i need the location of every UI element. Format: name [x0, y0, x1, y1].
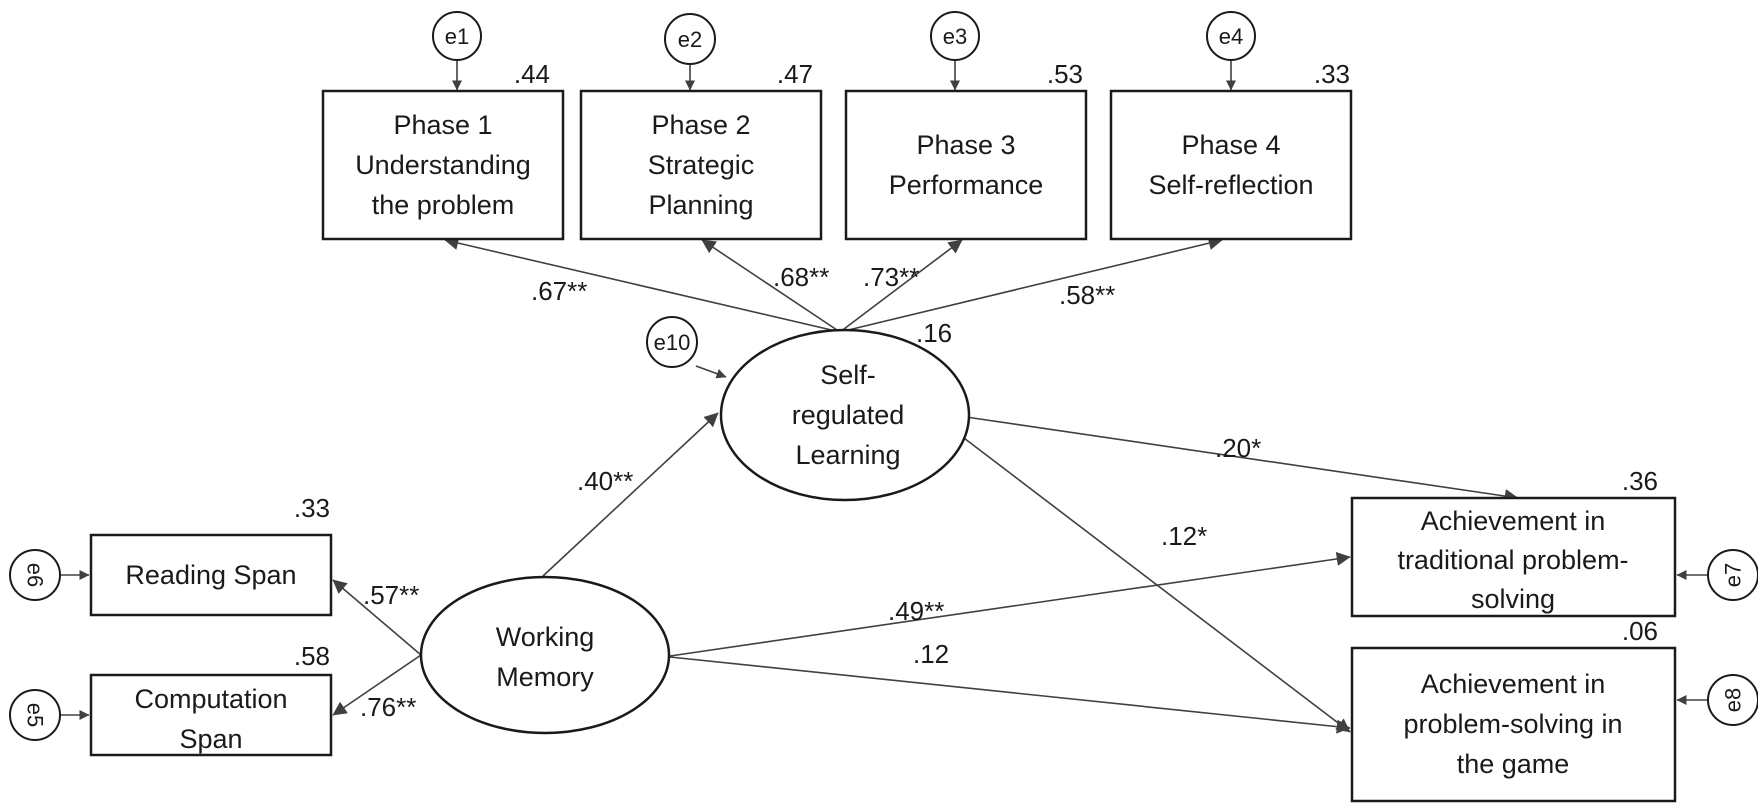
path-srl-to-phase4 [839, 236, 1223, 333]
outcome-label-line: Achievement in [1421, 669, 1606, 699]
coef-wm-traditional: .49** [888, 596, 944, 626]
error-term-label: e4 [1219, 24, 1243, 49]
r-squared-label: .06 [1622, 616, 1658, 646]
outcome-label-line: the game [1457, 749, 1570, 779]
indicator-label-line: Span [179, 724, 242, 754]
outcome-label-line: solving [1471, 584, 1555, 614]
outcome-box [1350, 496, 1677, 618]
indicator-box [321, 89, 565, 241]
r-squared-label: .33 [1314, 59, 1350, 89]
error-term-circle [9, 689, 61, 741]
r-squared-label: .33 [294, 493, 330, 523]
path-coefficients: .67** .68** .73** .58** .40** .57** .76*… [360, 262, 1261, 722]
indicator-label-line: the problem [372, 190, 515, 220]
path-wm-to-reading [332, 579, 422, 656]
indicator-label-line: Phase 4 [1181, 130, 1280, 160]
coef-srl-phase2: .68** [773, 262, 829, 292]
error-term-circle [432, 11, 482, 61]
error-term-circle [930, 11, 980, 61]
indicator-box [579, 89, 823, 241]
indicator-box [844, 89, 1088, 241]
indicator-label-line: Phase 3 [916, 130, 1015, 160]
indicator-box [1109, 89, 1353, 241]
r-squared-label: .47 [777, 59, 813, 89]
error-term-circle [1707, 674, 1758, 726]
latent-label-line: Working [496, 622, 595, 652]
indicator-box [89, 533, 333, 617]
coef-wm-computation: .76** [360, 692, 416, 722]
path-wm-to-computation [332, 654, 422, 716]
indicator-label-line: Computation [134, 684, 287, 714]
error-term-circle [1707, 549, 1758, 601]
coef-wm-game: .12 [913, 639, 949, 669]
coef-srl-traditional: .20* [1215, 433, 1261, 463]
error-term-label: e3 [943, 24, 967, 49]
latent-working-memory: Working Memory [419, 575, 671, 735]
indicator-phase2: Phase 2 Strategic Planning .47 e2 [579, 13, 823, 241]
coef-srl-phase4: .58** [1059, 280, 1115, 310]
latent-ellipse [419, 575, 671, 735]
outcome-problem-solving-in-game: Achievement in problem-solving in the ga… [1350, 616, 1758, 803]
outcome-label-line: Achievement in [1421, 506, 1606, 536]
path-wm-to-traditional [669, 551, 1351, 657]
r-squared-label: .58 [294, 641, 330, 671]
outcome-label-line: problem-solving in [1403, 709, 1622, 739]
path-wm-to-game [669, 656, 1351, 734]
error-term-label: e8 [1721, 688, 1746, 712]
error-term-label: e1 [445, 24, 469, 49]
latent-label-line: Memory [496, 662, 594, 692]
latent-label-line: regulated [792, 400, 905, 430]
indicator-label-line: Phase 1 [393, 110, 492, 140]
latent-self-regulated-learning: Self- regulated Learning .16 e10 [646, 316, 971, 502]
error-term-circle [1206, 11, 1256, 61]
indicator-label-line: Phase 2 [651, 110, 750, 140]
indicator-phase4: Phase 4 Self-reflection .33 e4 [1109, 11, 1353, 241]
indicator-box [89, 673, 333, 757]
indicator-label-line: Strategic [648, 150, 755, 180]
outcome-label-line: traditional problem- [1397, 545, 1628, 575]
indicator-label-line: Performance [889, 170, 1044, 200]
outcome-traditional-problem-solving: Achievement in traditional problem- solv… [1350, 466, 1758, 618]
coef-srl-phase3: .73** [863, 262, 919, 292]
error-term-label: e6 [23, 563, 48, 587]
indicator-label-line: Planning [648, 190, 753, 220]
indicator-reading-span: Reading Span .33 e6 [9, 493, 333, 617]
path-srl-to-phase1 [444, 236, 841, 333]
path-srl-to-game [959, 434, 1351, 733]
coef-wm-srl: .40** [577, 466, 633, 496]
error-term-label: e5 [23, 703, 48, 727]
r-squared-label: .36 [1622, 466, 1658, 496]
coef-wm-reading: .57** [363, 580, 419, 610]
r-squared-label: .53 [1047, 59, 1083, 89]
indicator-computation-span: Computation Span .58 e5 [9, 641, 333, 757]
path-srl-to-phase3 [839, 239, 963, 333]
r-squared-label: .16 [916, 318, 952, 348]
path-srl-to-phase2 [701, 239, 841, 333]
error-term-label: e2 [678, 27, 702, 52]
error-term-label: e7 [1721, 563, 1746, 587]
indicator-phase1: Phase 1 Understanding the problem .44 e1 [321, 11, 565, 241]
path-wm-to-srl [542, 412, 719, 577]
path-arrows [60, 60, 1710, 734]
latent-label-line: Self- [820, 360, 876, 390]
indicator-label-line: Understanding [355, 150, 531, 180]
indicator-label-line: Self-reflection [1148, 170, 1313, 200]
error-arrow-e10 [695, 365, 727, 379]
error-term-label: e10 [654, 330, 691, 355]
path-srl-to-traditional [965, 416, 1519, 503]
latent-label-line: Learning [795, 440, 900, 470]
indicator-label-line: Reading Span [125, 560, 296, 590]
outcome-box [1350, 646, 1677, 803]
indicator-phase3: Phase 3 Performance .53 e3 [844, 11, 1088, 241]
error-term-circle [9, 549, 61, 601]
coef-srl-phase1: .67** [531, 276, 587, 306]
error-term-circle [664, 13, 716, 65]
coef-srl-game: .12* [1161, 521, 1207, 551]
error-term-circle [646, 316, 698, 368]
r-squared-label: .44 [514, 59, 550, 89]
latent-ellipse [719, 328, 971, 502]
